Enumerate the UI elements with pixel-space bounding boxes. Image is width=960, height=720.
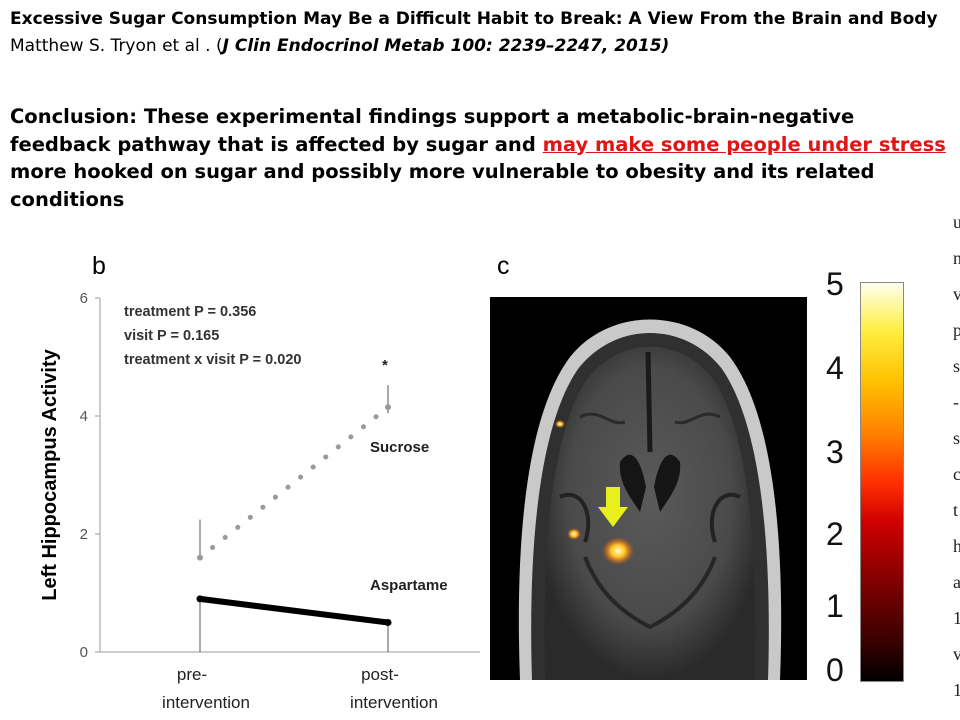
y-tick-label: 0 (80, 644, 88, 661)
colorbar-label-3: 3 (826, 434, 844, 470)
panel-b-letter: b (92, 252, 106, 280)
yellow-arrow-icon (598, 487, 628, 527)
brain-tissue (544, 346, 756, 680)
cropped-text-char: u (953, 212, 960, 232)
data-point-aspartame (196, 595, 204, 603)
cropped-text-char: p (953, 320, 960, 340)
activation-blob-left (567, 528, 581, 540)
paper-title: Excessive Sugar Consumption May Be a Dif… (10, 9, 938, 29)
series-line-sucrose (197, 404, 391, 561)
significance-asterisk: * (382, 357, 388, 374)
conclusion-part-1: Conclusion: These experimental findings … (10, 105, 855, 156)
stats-line: visit P = 0.165 (124, 328, 219, 344)
brain-mri-image (490, 297, 807, 680)
sulcus-upper-right (674, 412, 721, 425)
sulcus-left (559, 492, 591, 543)
slide-title: Excessive Sugar Consumption May Be a Dif… (10, 6, 950, 60)
cropped-text-char: 1 (953, 680, 960, 700)
y-tick-label: 4 (80, 408, 88, 425)
cropped-text-char: n (953, 248, 960, 268)
data-point-sucrose (385, 404, 391, 411)
cropped-text-char: 1 (953, 608, 960, 628)
cropped-text-char: h (953, 536, 960, 556)
data-point-sucrose (197, 554, 203, 561)
cropped-text-char: t (953, 500, 959, 520)
x-category-label: intervention (162, 693, 250, 712)
series-line-aspartame (197, 595, 391, 626)
x-category-label: post- (361, 665, 399, 684)
y-axis-title: Left Hippocampus Activity (39, 348, 61, 600)
cropped-text-char: - (953, 392, 959, 412)
conclusion-highlight: may make some people under stress (542, 132, 946, 156)
x-category-label: pre- (177, 665, 207, 684)
stats-line: treatment x visit P = 0.020 (124, 352, 301, 368)
cropped-text-char: s (953, 356, 960, 376)
paper-authors: Matthew S. Tryon et al . ( (10, 36, 223, 56)
activation-blob-main (602, 537, 634, 565)
colorbar-label-2: 2 (826, 516, 844, 552)
chart-series (196, 385, 392, 652)
colorbar-label-1: 1 (826, 588, 844, 624)
series-label-sucrose: Sucrose (370, 439, 429, 456)
stats-line: treatment P = 0.356 (124, 304, 256, 320)
sulcus-right (709, 492, 741, 543)
right-ventricle (654, 454, 681, 512)
paper-citation: J Clin Endocrinol Metab 100: 2239–2247, … (222, 36, 670, 56)
conclusion-part-2: more hooked on sugar and possibly more v… (10, 160, 875, 211)
cropped-text-char: v (953, 284, 960, 304)
colorbar-label-0: 0 (826, 652, 844, 688)
cropped-text-char: v (953, 644, 960, 664)
temporal-outline (583, 556, 717, 630)
mri-coronal-slice (518, 319, 782, 680)
left-ventricle (619, 454, 646, 512)
x-category-label: intervention (350, 693, 438, 712)
cropped-text-char: a (953, 572, 960, 592)
colorbar-gradient (860, 282, 904, 682)
series-label-aspartame: Aspartame (370, 577, 448, 594)
colorbar-label-4: 4 (826, 350, 844, 386)
panel-c-letter: c (497, 252, 510, 280)
colorbar-label-5: 5 (826, 266, 844, 302)
cropped-text-char: s (953, 428, 960, 448)
conclusion-text: Conclusion: These experimental findings … (10, 103, 955, 213)
midline-fissure (645, 351, 653, 453)
activation-blob-upper (555, 420, 565, 428)
cropped-text-char: c (953, 464, 960, 484)
sulcus-upper-left (579, 412, 626, 425)
y-tick-label: 2 (80, 526, 88, 543)
data-point-aspartame (384, 619, 392, 626)
y-tick-label: 6 (80, 290, 88, 307)
